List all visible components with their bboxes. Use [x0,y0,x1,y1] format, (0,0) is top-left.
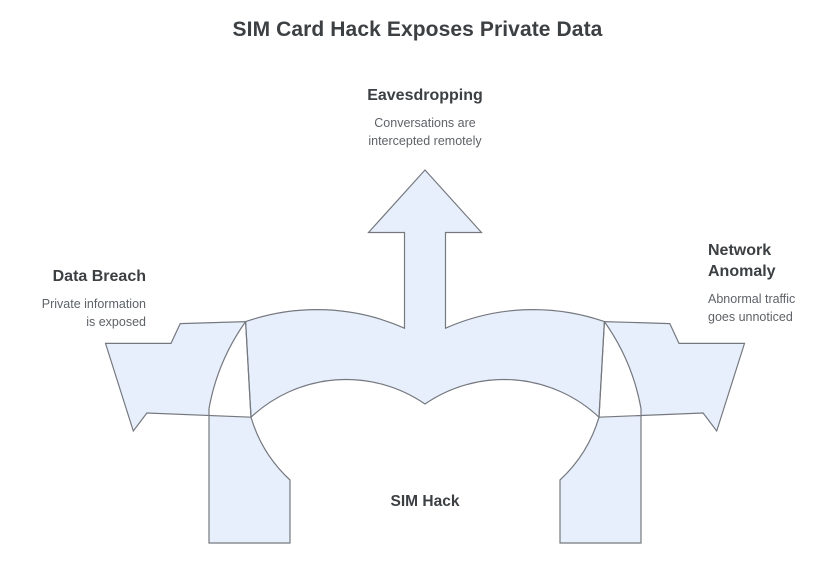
branch-description-data-breach-line2: is exposed [86,314,146,329]
branch-title-eavesdropping: Eavesdropping [367,87,483,104]
branch-description-network-anomaly-line1: Abnormal traffic [708,292,796,307]
branch-shape-data-breach[interactable] [104,320,291,544]
page-title: SIM Card Hack Exposes Private Data [232,18,603,41]
branch-title-data-breach: Data Breach [52,268,146,285]
branch-shape-network-anomaly[interactable] [559,320,746,544]
center-label-title: SIM Hack [390,493,460,510]
branch-description-network-anomaly-line2: goes unnoticed [708,309,793,324]
branch-label-eavesdropping: Eavesdropping Conversations are intercep… [300,85,550,151]
branch-description-eavesdropping-line1: Conversations are [374,116,476,131]
branch-title-network-anomaly-line2: Anomaly [708,263,776,281]
branch-shape-eavesdropping[interactable] [244,169,606,419]
branch-title-network-anomaly-line1: Network [708,242,772,259]
branch-description-data-breach-line1: Private information [41,297,146,312]
arch-divider-right [598,321,605,418]
arch-divider-left [245,321,252,418]
branch-label-data-breach: Data Breach Private information is expos… [0,266,146,332]
branch-description-data-breach: Private information is exposed [0,296,146,332]
branch-description-network-anomaly: Abnormal traffic goes unnoticed [708,291,828,327]
branch-label-network-anomaly: Network Anomaly Abnormal traffic goes un… [708,240,828,327]
center-label-sim-hack: SIM Hack [325,492,525,512]
branch-description-eavesdropping-line2: intercepted remotely [368,133,482,148]
branch-title-network-anomaly: Network Anomaly [708,240,828,282]
branch-description-eavesdropping: Conversations are intercepted remotely [300,115,550,151]
